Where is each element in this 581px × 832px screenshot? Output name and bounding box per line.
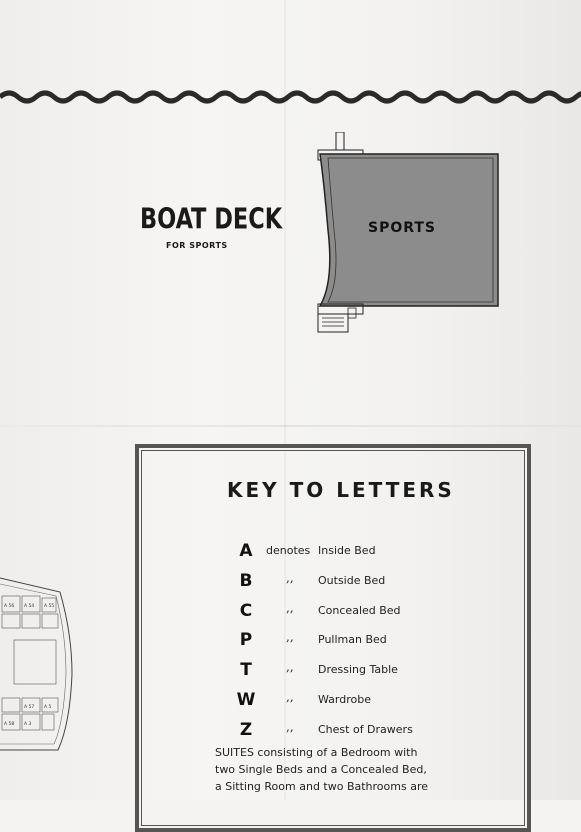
paper-background (0, 0, 581, 800)
key-description: Wardrobe (318, 693, 371, 706)
key-row: P ,, Pullman Bed (234, 630, 494, 654)
key-connector: ,, (286, 690, 294, 704)
boat-deck-subtitle: FOR SPORTS (166, 241, 228, 250)
key-row: C ,, Concealed Bed (234, 601, 494, 625)
horizontal-fold-line (0, 425, 581, 427)
key-letter: T (240, 660, 252, 680)
suites-line: SUITES consisting of a Bedroom with (215, 746, 418, 759)
key-letter: C (239, 601, 253, 621)
key-row: T ,, Dressing Table (234, 660, 494, 684)
key-row: W ,, Wardrobe (234, 690, 494, 714)
boat-deck-plan (317, 132, 499, 333)
cabin-label: A 57 (24, 704, 34, 710)
key-description: Inside Bed (318, 544, 376, 557)
key-description: Outside Bed (318, 574, 386, 587)
cabin-label: A 56 (4, 603, 14, 609)
cabin-label: A 55 (44, 603, 54, 609)
key-letter: Z (239, 720, 253, 740)
key-row: B ,, Outside Bed (234, 571, 494, 595)
key-title: KEY TO LETTERS (227, 478, 455, 502)
key-letter: W (236, 690, 256, 710)
key-description: Concealed Bed (318, 604, 401, 617)
key-description: Pullman Bed (318, 633, 387, 646)
boat-deck-title: BOAT DECK (140, 202, 283, 236)
wave-border-decoration (0, 90, 581, 104)
key-description: Dressing Table (318, 663, 398, 676)
key-connector: ,, (286, 720, 294, 734)
partial-deck-plan: A 56 A 54 A 55 A 57 A 5 A 58 A 3 (0, 577, 73, 751)
suites-line: a Sitting Room and two Bathrooms are (215, 780, 429, 793)
key-row: Z ,, Chest of Drawers (234, 720, 494, 744)
key-connector: ,, (286, 601, 294, 615)
key-connector: ,, (286, 571, 294, 585)
key-connector: ,, (286, 660, 294, 674)
key-letter: B (239, 571, 253, 591)
sports-area-label: SPORTS (367, 220, 437, 236)
key-description: Chest of Drawers (318, 723, 413, 736)
cabin-label: A 58 (4, 721, 14, 727)
key-letter: A (239, 541, 253, 561)
key-connector: ,, (286, 630, 294, 644)
key-letter: P (239, 630, 253, 650)
cabin-label: A 3 (24, 721, 32, 727)
cabin-label: A 5 (44, 704, 52, 710)
cabin-label: A 54 (24, 603, 34, 609)
key-connector: denotes (266, 544, 311, 557)
key-row: A denotes Inside Bed (234, 541, 494, 565)
suites-description: SUITES consisting of a Bedroom with two … (215, 744, 465, 795)
suites-line: two Single Beds and a Concealed Bed, (215, 763, 427, 776)
